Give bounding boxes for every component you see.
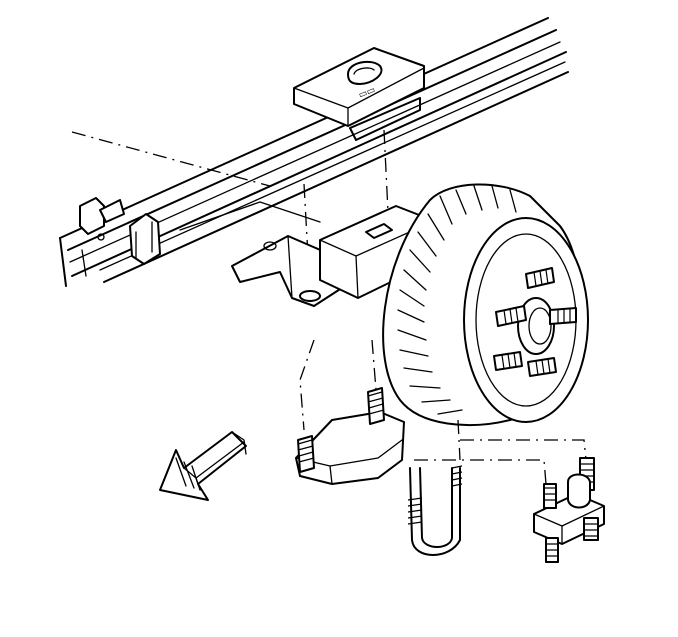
- guide-line-clamp-lower: [414, 459, 547, 485]
- u-bolt-clamp-block: [533, 457, 605, 563]
- guide-line-clamp-upper: [460, 439, 587, 461]
- spring-center-seat: ▭▭: [293, 47, 425, 141]
- drum-cooling-fins: [397, 185, 517, 415]
- guide-line-plate: [299, 339, 315, 431]
- brake-drum: [382, 183, 589, 427]
- spring-clamp: [79, 197, 161, 265]
- wheel-studs: [493, 267, 577, 377]
- guide-line-ubolt-right: [457, 419, 461, 461]
- u-bolt: [407, 465, 463, 556]
- front-direction-arrow: [159, 431, 247, 501]
- spring-plate: [295, 387, 405, 485]
- reference-line-left: [71, 131, 271, 187]
- guide-line-ubolt-left: [371, 339, 377, 391]
- guide-line-center: [383, 129, 389, 213]
